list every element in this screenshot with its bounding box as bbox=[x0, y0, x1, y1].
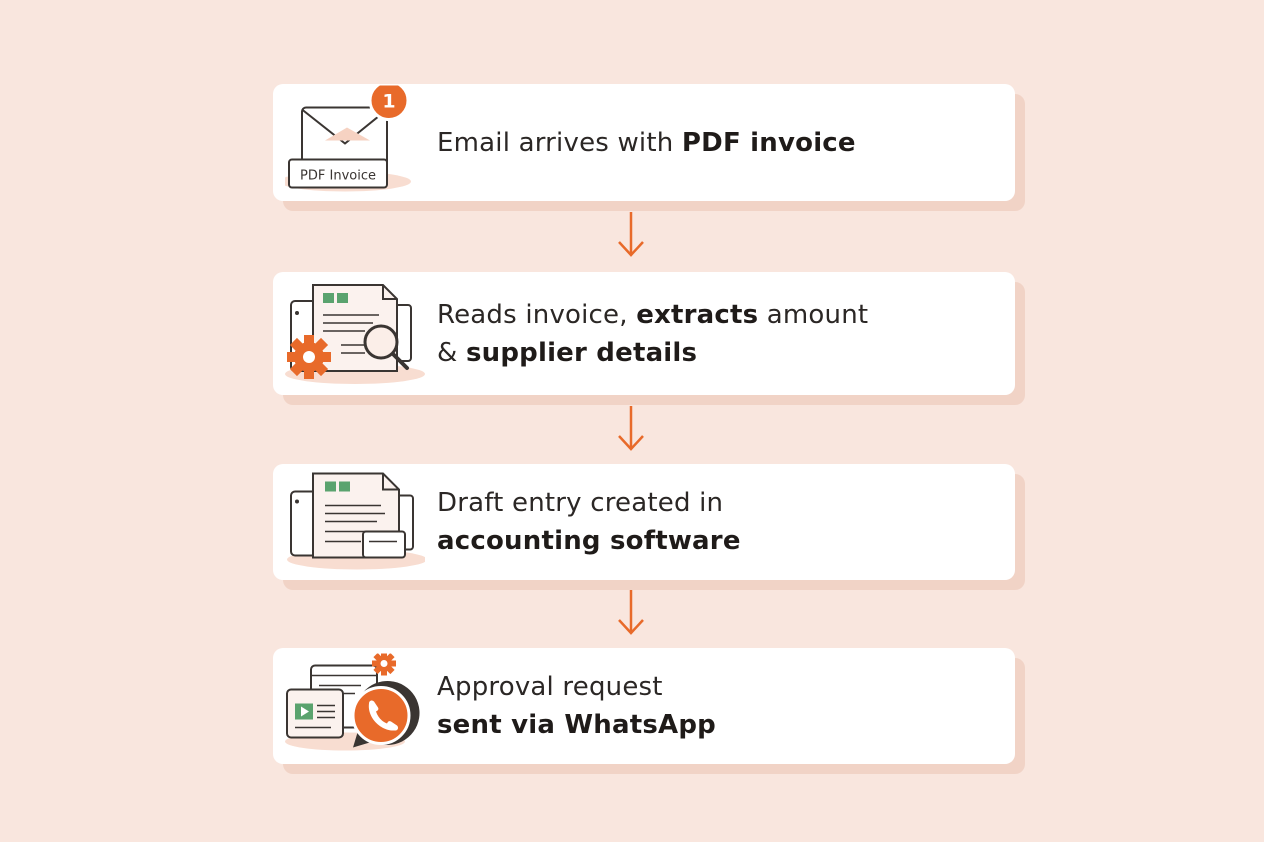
emphasis-text: sent via WhatsApp bbox=[437, 710, 716, 740]
body-text: Reads invoice, bbox=[437, 299, 637, 330]
step-card-accounting: Draft entry created in accounting softwa… bbox=[273, 464, 1015, 580]
step-icon-container bbox=[285, 648, 425, 764]
emphasis-text: PDF invoice bbox=[681, 127, 856, 158]
body-text: amount bbox=[758, 299, 869, 330]
step-text-line-1: Email arrives with PDF invoice bbox=[437, 124, 856, 162]
body-text: Approval request bbox=[437, 672, 663, 702]
step-card-whatsapp: Approval request sent via WhatsApp bbox=[273, 648, 1015, 764]
step-text-line-1: Draft entry created in bbox=[437, 484, 741, 522]
step-text-line-1: Approval request bbox=[437, 668, 716, 706]
step-text-line-2: accounting software bbox=[437, 522, 741, 560]
step-card-email: PDF Invoice 1 Email arrives with PDF inv… bbox=[273, 84, 1015, 201]
document-magnifier-gear-icon bbox=[285, 283, 425, 384]
step-text: Draft entry created in accounting softwa… bbox=[437, 484, 741, 560]
step-icon-container bbox=[285, 272, 425, 395]
down-arrow-icon bbox=[618, 590, 644, 635]
step-icon-container bbox=[285, 464, 425, 580]
body-text: Draft entry created in bbox=[437, 488, 724, 518]
body-text: Email arrives with bbox=[437, 127, 682, 158]
step-text-line-2: & supplier details bbox=[437, 334, 868, 372]
step-text: Approval request sent via WhatsApp bbox=[437, 668, 716, 744]
down-arrow-icon bbox=[618, 212, 644, 257]
email-envelope-pdf-icon: PDF Invoice 1 bbox=[285, 85, 411, 191]
step-text: Reads invoice, extracts amount & supplie… bbox=[437, 296, 868, 372]
pdf-invoice-label: PDF Invoice bbox=[300, 168, 376, 183]
down-arrow-icon bbox=[618, 406, 644, 451]
whatsapp-phone-icon bbox=[285, 653, 420, 751]
notification-badge: 1 bbox=[382, 90, 395, 112]
accounting-document-icon bbox=[287, 472, 425, 570]
emphasis-text: accounting software bbox=[437, 526, 741, 556]
body-text: & bbox=[437, 337, 466, 368]
emphasis-text: extracts bbox=[636, 299, 759, 330]
step-icon-container: PDF Invoice 1 bbox=[285, 84, 425, 201]
step-card-extract: Reads invoice, extracts amount & supplie… bbox=[273, 272, 1015, 395]
emphasis-text: supplier details bbox=[465, 337, 698, 368]
step-text-line-2: sent via WhatsApp bbox=[437, 706, 716, 744]
step-text: Email arrives with PDF invoice bbox=[437, 124, 856, 162]
step-text-line-1: Reads invoice, extracts amount bbox=[437, 296, 868, 334]
